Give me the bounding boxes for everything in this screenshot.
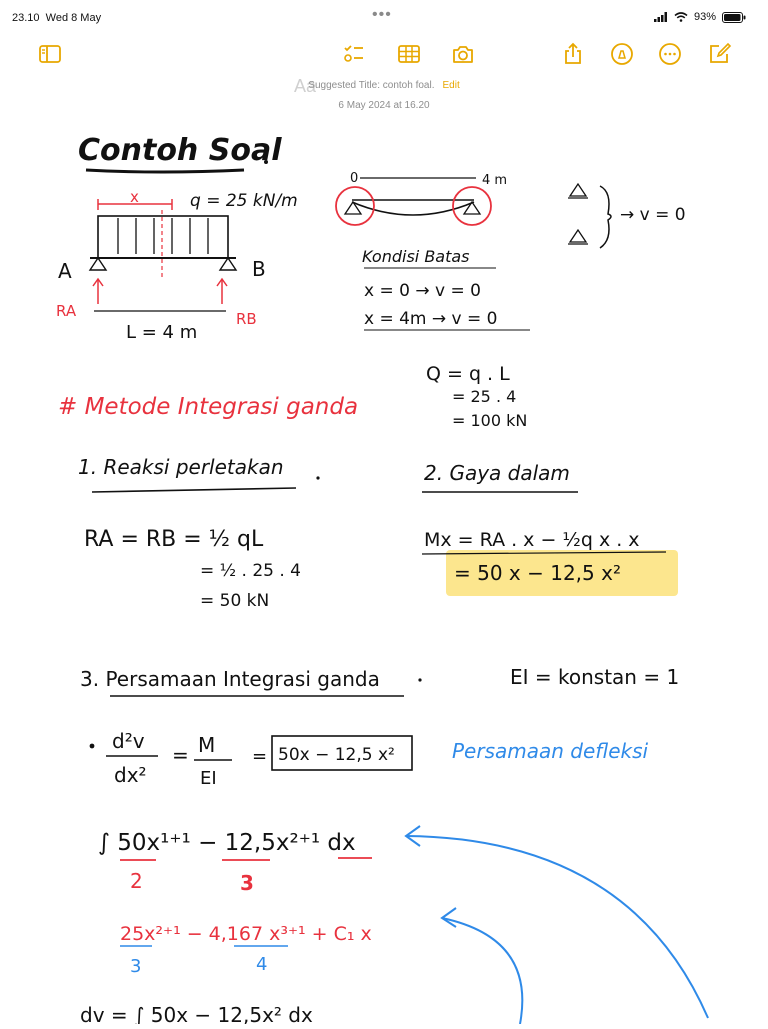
toolbar: Aa bbox=[0, 36, 768, 96]
battery-icon bbox=[722, 11, 746, 23]
eq-lhs-denominator: dx² bbox=[114, 763, 147, 787]
svg-text:=: = bbox=[172, 743, 189, 767]
svg-text:=: = bbox=[252, 746, 267, 767]
bc-line-2: x = 4m → v = 0 bbox=[364, 309, 497, 329]
more-button[interactable] bbox=[656, 40, 684, 68]
share-icon bbox=[565, 42, 581, 64]
integral-line: ∫ 50x¹⁺¹ − 12,5x²⁺¹ dx bbox=[98, 830, 356, 856]
supports-rule: → v = 0 bbox=[568, 182, 686, 249]
section-1-line-2: = ½ . 25 . 4 bbox=[200, 561, 301, 581]
eq-mid-numerator: M bbox=[198, 733, 215, 757]
table-button[interactable] bbox=[395, 40, 423, 68]
markup-button[interactable] bbox=[608, 40, 636, 68]
edit-title-button[interactable]: Edit bbox=[442, 80, 460, 91]
deflection-label: Persamaan defleksi bbox=[452, 739, 649, 763]
sidebar-icon bbox=[39, 45, 61, 63]
status-time: 23.10 Wed 8 May bbox=[12, 12, 102, 24]
section-1-line-1: RA = RB = ½ qL bbox=[84, 527, 264, 552]
checklist-button[interactable] bbox=[340, 40, 368, 68]
note-title: Contoh Soal bbox=[78, 133, 282, 168]
bc-zero-label: 0 bbox=[350, 171, 358, 186]
support-b-label: B bbox=[252, 257, 266, 281]
eq-mid-denominator: EI bbox=[200, 768, 217, 789]
markup-icon bbox=[611, 43, 633, 65]
status-bar: 23.10 Wed 8 May ••• 93% bbox=[0, 0, 768, 30]
compose-button[interactable] bbox=[706, 40, 734, 68]
multitasking-dots-icon[interactable]: ••• bbox=[372, 6, 392, 23]
camera-icon bbox=[453, 46, 473, 63]
next-line: dv = ∫ 50x − 12,5x² dx bbox=[80, 1003, 313, 1024]
q-line-1: Q = q . L bbox=[426, 363, 510, 385]
more-icon bbox=[659, 43, 681, 65]
sidebar-button[interactable] bbox=[36, 40, 64, 68]
compose-icon bbox=[710, 42, 732, 63]
eq-boxed: 50x − 12,5 x² bbox=[278, 745, 395, 765]
bc-title: Kondisi Batas bbox=[362, 247, 470, 266]
reaction-a-label: RA bbox=[56, 302, 77, 320]
section-3-heading: 3. Persamaan Integrasi ganda bbox=[80, 667, 380, 691]
result-denominator-1: 3 bbox=[130, 956, 141, 977]
load-label: q = 25 kN/m bbox=[190, 191, 298, 211]
eq-lhs-numerator: d²v bbox=[112, 729, 145, 753]
bc-span-label: 4 m bbox=[482, 173, 507, 188]
camera-button[interactable] bbox=[449, 40, 477, 68]
boundary-diagram: 0 4 m bbox=[335, 171, 507, 226]
signal-icon bbox=[653, 12, 667, 22]
section-1-heading: 1. Reaksi perletakan bbox=[78, 455, 284, 479]
q-line-3: = 100 kN bbox=[452, 411, 527, 430]
format-button[interactable]: Aa bbox=[294, 76, 317, 96]
section-2-line-2: = 50 x − 12,5 x² bbox=[454, 561, 621, 585]
beam-diagram: x q = 25 kN/m A B RA RB L = 4 m bbox=[56, 188, 298, 343]
support-a-label: A bbox=[58, 259, 72, 283]
supports-rule-text: → v = 0 bbox=[620, 205, 686, 225]
suggested-title: Suggested Title: contoh foal.Edit bbox=[308, 80, 460, 91]
section-2-heading: 2. Gaya dalam bbox=[424, 461, 570, 485]
beam-length-label: L = 4 m bbox=[126, 322, 197, 343]
note-date: 6 May 2024 at 16.20 bbox=[338, 100, 430, 111]
method-heading: # Metode Integrasi ganda bbox=[58, 394, 358, 420]
share-button[interactable] bbox=[559, 40, 587, 68]
bc-line-1: x = 0 → v = 0 bbox=[364, 281, 481, 301]
beam-x-label: x bbox=[130, 188, 139, 206]
ei-line: EI = konstan = 1 bbox=[510, 665, 679, 689]
highlight-mark bbox=[446, 550, 678, 596]
wifi-icon bbox=[674, 12, 688, 22]
table-icon bbox=[398, 45, 420, 63]
reaction-b-label: RB bbox=[236, 310, 257, 328]
section-2-line-1: Mx = RA . x − ½q x . x bbox=[424, 529, 640, 551]
checklist-icon bbox=[344, 45, 363, 62]
section-1-line-3: = 50 kN bbox=[200, 591, 269, 611]
result-denominator-2: 4 bbox=[256, 954, 267, 975]
q-line-2: = 25 . 4 bbox=[452, 387, 516, 406]
blue-arrows bbox=[404, 825, 709, 1025]
integral-denominator-2: 3 bbox=[240, 871, 254, 895]
note-canvas[interactable]: Contoh Soal x q = 25 kN/m A B RA RB L = … bbox=[0, 118, 768, 1027]
integral-denominator-1: 2 bbox=[130, 869, 143, 893]
status-right: 93% bbox=[653, 11, 746, 23]
battery-percent: 93% bbox=[693, 11, 716, 23]
result-line: 25x²⁺¹ − 4,167 x³⁺¹ + C₁ x bbox=[120, 923, 372, 945]
